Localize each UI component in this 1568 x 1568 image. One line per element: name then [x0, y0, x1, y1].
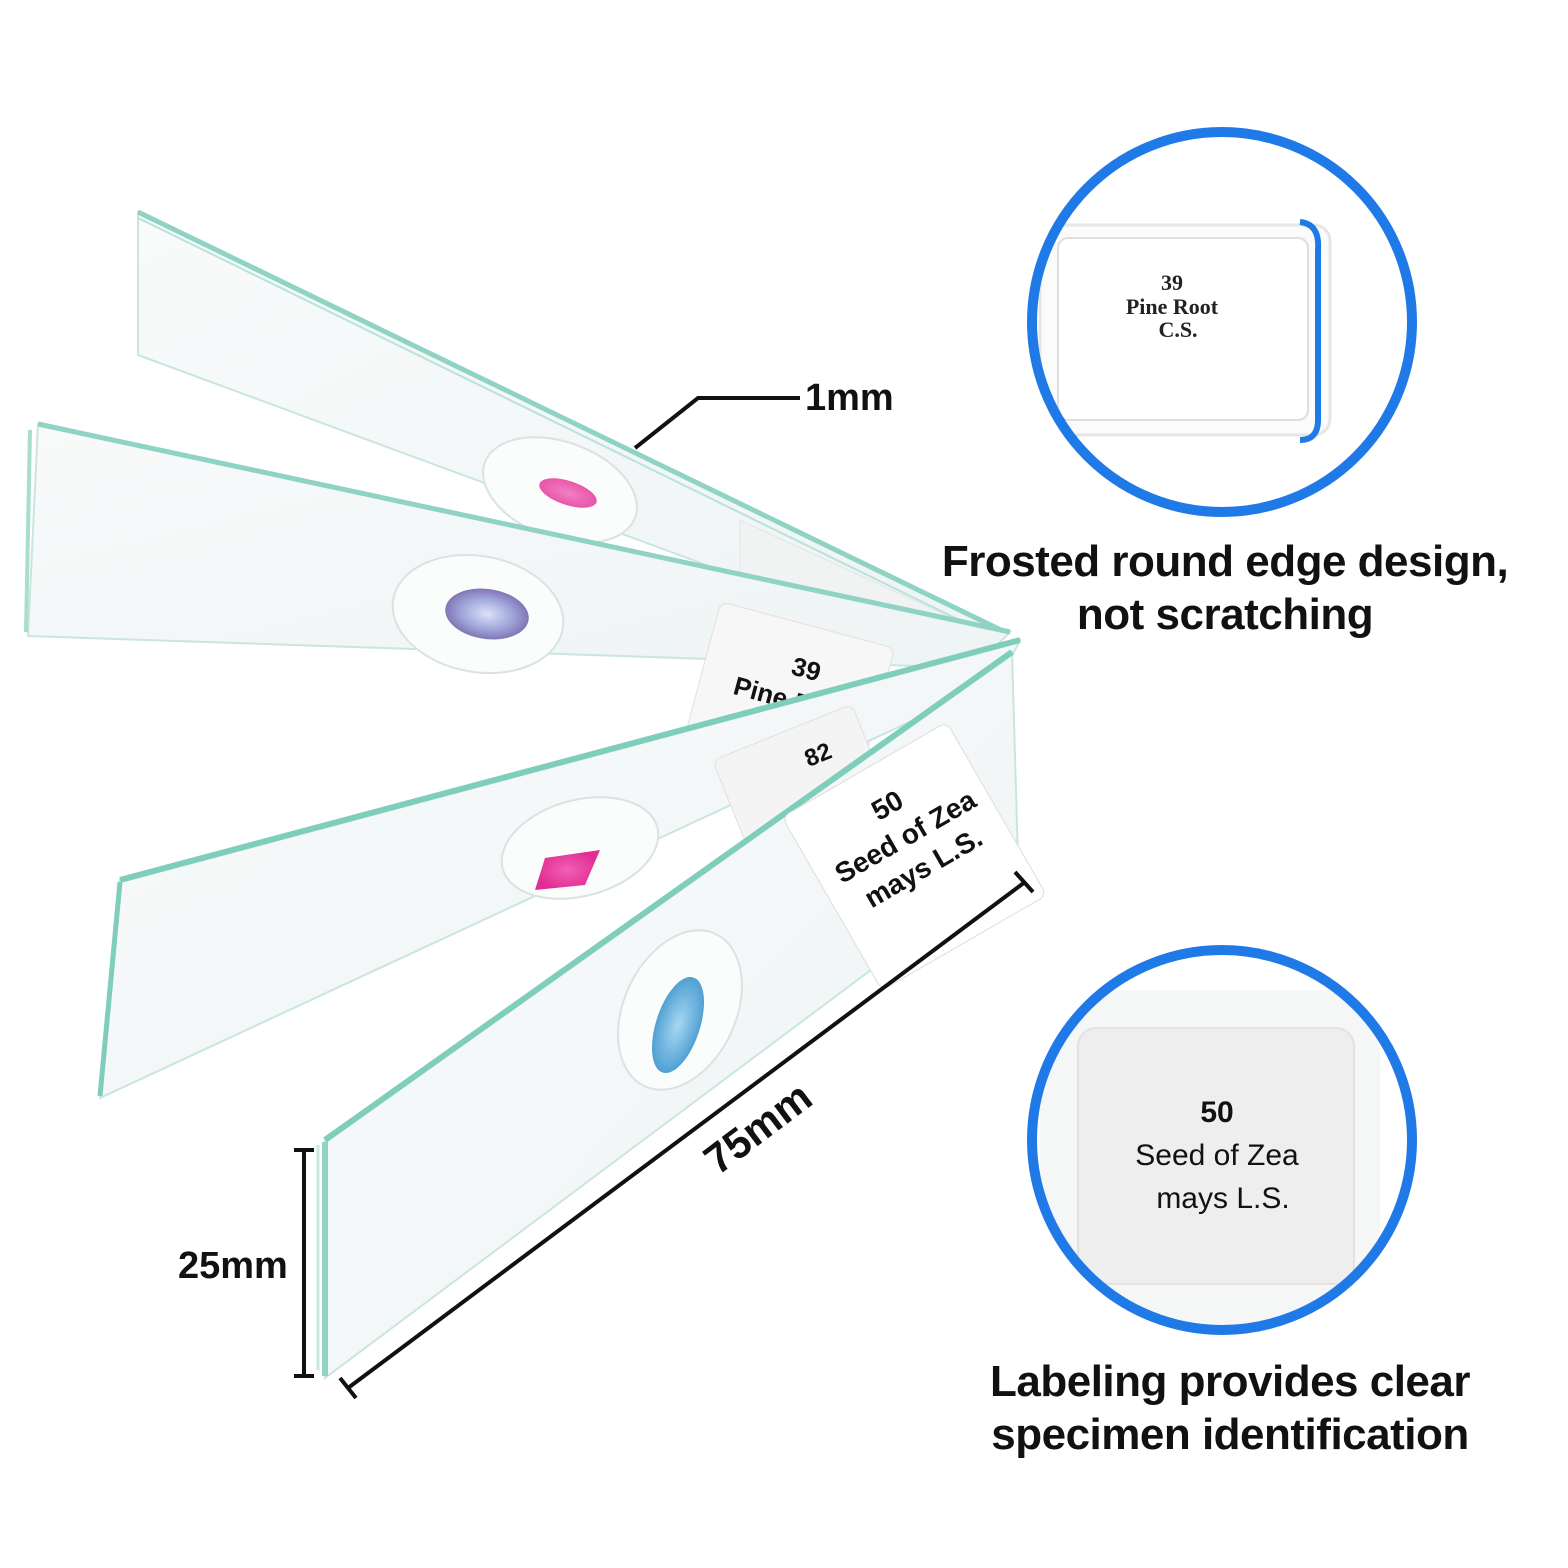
specimen-blue	[651, 976, 705, 1074]
specimen-pink	[539, 478, 597, 508]
caption-line: specimen identification	[991, 1409, 1469, 1459]
slide-front: 50 Seed of Zea mays L.S.	[316, 649, 1045, 1380]
zoom-circle-label: 50 Seed of Zea mays L.S.	[1027, 945, 1417, 1335]
zoom-label-number: 50	[1200, 1096, 1233, 1129]
caption-labeling: Labeling provides clear specimen identif…	[930, 1356, 1530, 1462]
zoom-circle-edge: 39 Pine Root C.S.	[1027, 127, 1417, 517]
caption-frosted-edge: Frosted round edge design, not scratchin…	[915, 536, 1535, 642]
accent-ring	[1027, 945, 1417, 1335]
specimen-pink-2	[535, 850, 600, 890]
caption-line: Frosted round edge design,	[941, 537, 1509, 586]
thickness-label: 1mm	[805, 377, 894, 419]
thickness-dimension: 1mm	[633, 377, 894, 450]
accent-ring	[1027, 127, 1417, 517]
specimen-purple	[445, 588, 529, 640]
zoom-label-line1: Seed of Zea	[1135, 1139, 1299, 1172]
length-label: 75mm	[695, 1073, 820, 1184]
zoom-label-name: Pine Root	[1126, 294, 1219, 319]
width-label: 25mm	[178, 1245, 288, 1287]
zoom-label-number: 39	[1161, 270, 1183, 295]
caption-line: not scratching	[1076, 589, 1374, 639]
caption-line: Labeling provides clear	[990, 1357, 1471, 1406]
zoom-label-line2: mays L.S.	[1156, 1182, 1289, 1215]
width-dimension: 25mm	[178, 1148, 314, 1378]
zoom-label-suffix: C.S.	[1158, 317, 1197, 342]
